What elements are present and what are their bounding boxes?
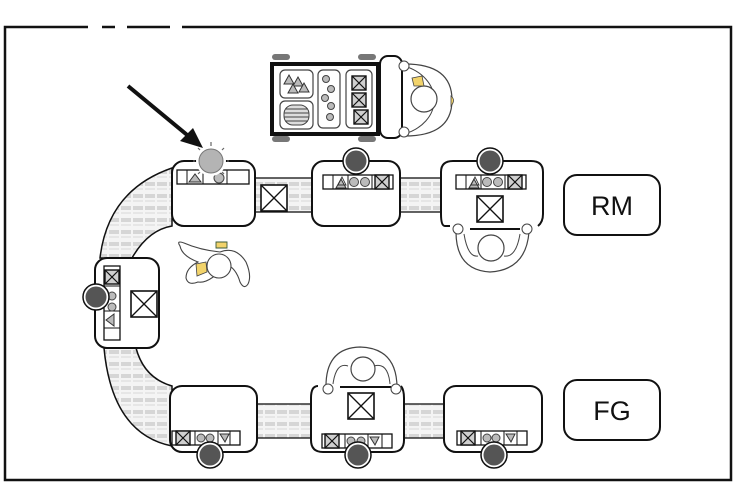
- fg-area: FG: [563, 379, 661, 441]
- operator-cart: [398, 60, 454, 138]
- operator-left: [178, 241, 251, 288]
- conveyor-bottom-1: [254, 403, 316, 439]
- machine-icon: [342, 147, 370, 175]
- station-top-1: [171, 142, 256, 227]
- machine-icon: [480, 441, 508, 469]
- conveyor-bottom-2: [399, 403, 451, 439]
- station-top-3: [440, 147, 544, 273]
- station-bottom-2: [310, 346, 405, 469]
- cart-triangles-icon: [283, 73, 310, 94]
- cart-crates-icon: [351, 75, 369, 125]
- rm-area: RM: [563, 174, 661, 236]
- fg-label: FG: [593, 396, 631, 426]
- rm-label: RM: [591, 191, 633, 221]
- cart-plates-icon: [283, 104, 310, 126]
- station-left-1: [82, 257, 160, 349]
- machine-icon: [196, 441, 224, 469]
- machine-highlighted-icon: [193, 142, 229, 176]
- material-cart: [270, 54, 403, 142]
- machine-icon: [476, 147, 504, 175]
- station-top-2: [311, 147, 401, 227]
- station-bottom-1: [169, 385, 258, 469]
- operator-top: [452, 223, 533, 273]
- cart-circles-icon: [321, 75, 335, 121]
- conveyor-curve-top: [99, 166, 173, 259]
- station-bottom-3: [443, 385, 543, 469]
- pointer-arrow: [126, 84, 203, 148]
- machine-icon: [82, 283, 110, 311]
- conveyor-top-1: [254, 177, 318, 213]
- operator-bottom: [322, 346, 402, 395]
- machine-icon: [344, 441, 372, 469]
